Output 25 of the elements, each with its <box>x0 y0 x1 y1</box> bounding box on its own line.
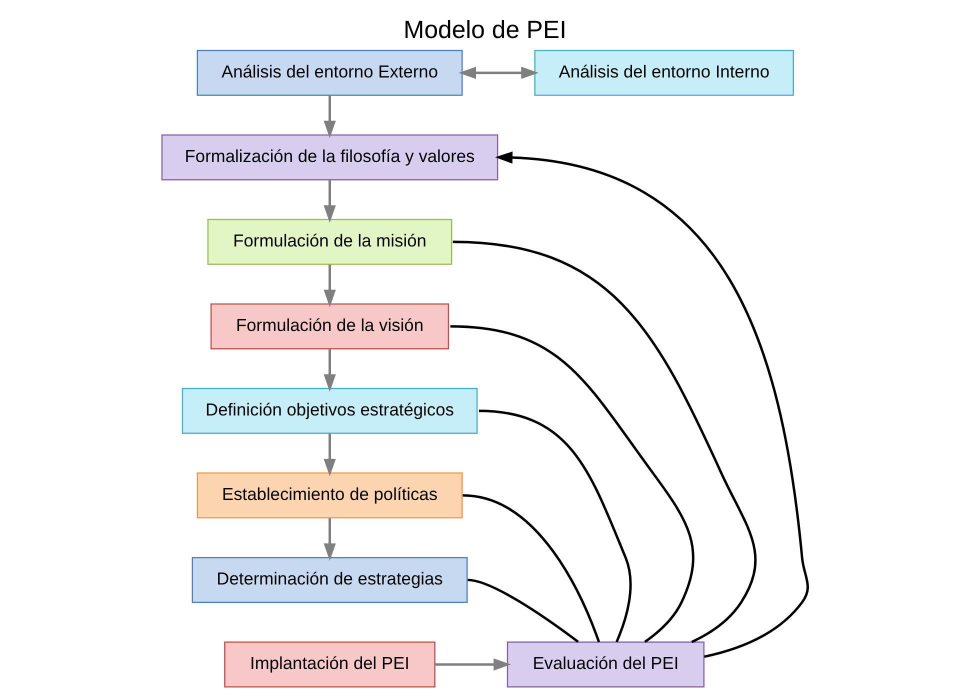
connector <box>450 325 694 643</box>
arrow <box>323 96 336 138</box>
node-box: Formulación de la misión <box>206 218 452 265</box>
arrow <box>323 349 336 392</box>
connector <box>452 240 756 644</box>
node-box: Formulación de la visión <box>210 303 449 350</box>
node-box: Implantación del PEI <box>224 641 435 688</box>
arrow <box>434 658 511 671</box>
arrow <box>323 434 336 476</box>
connector <box>478 410 632 642</box>
node-box: Establecimiento de políticas <box>196 472 462 518</box>
arrow <box>458 66 538 79</box>
node-box: Análisis del entorno Externo <box>196 50 462 96</box>
arrow <box>494 151 808 658</box>
node-box: Definición objetivos estratégicos <box>181 388 478 434</box>
node-box: Determinación de estrategias <box>191 556 468 603</box>
connector <box>467 578 578 643</box>
node-box: Evaluación del PEI <box>506 641 704 688</box>
arrow <box>323 264 336 308</box>
connector <box>462 494 600 642</box>
node-box: Análisis del entorno Interno <box>534 50 794 96</box>
node-box: Formalización de la filosofía y valores <box>160 134 498 180</box>
arrow <box>323 180 336 223</box>
arrow <box>323 518 336 561</box>
diagram-title: Modelo de PEI <box>403 17 566 44</box>
